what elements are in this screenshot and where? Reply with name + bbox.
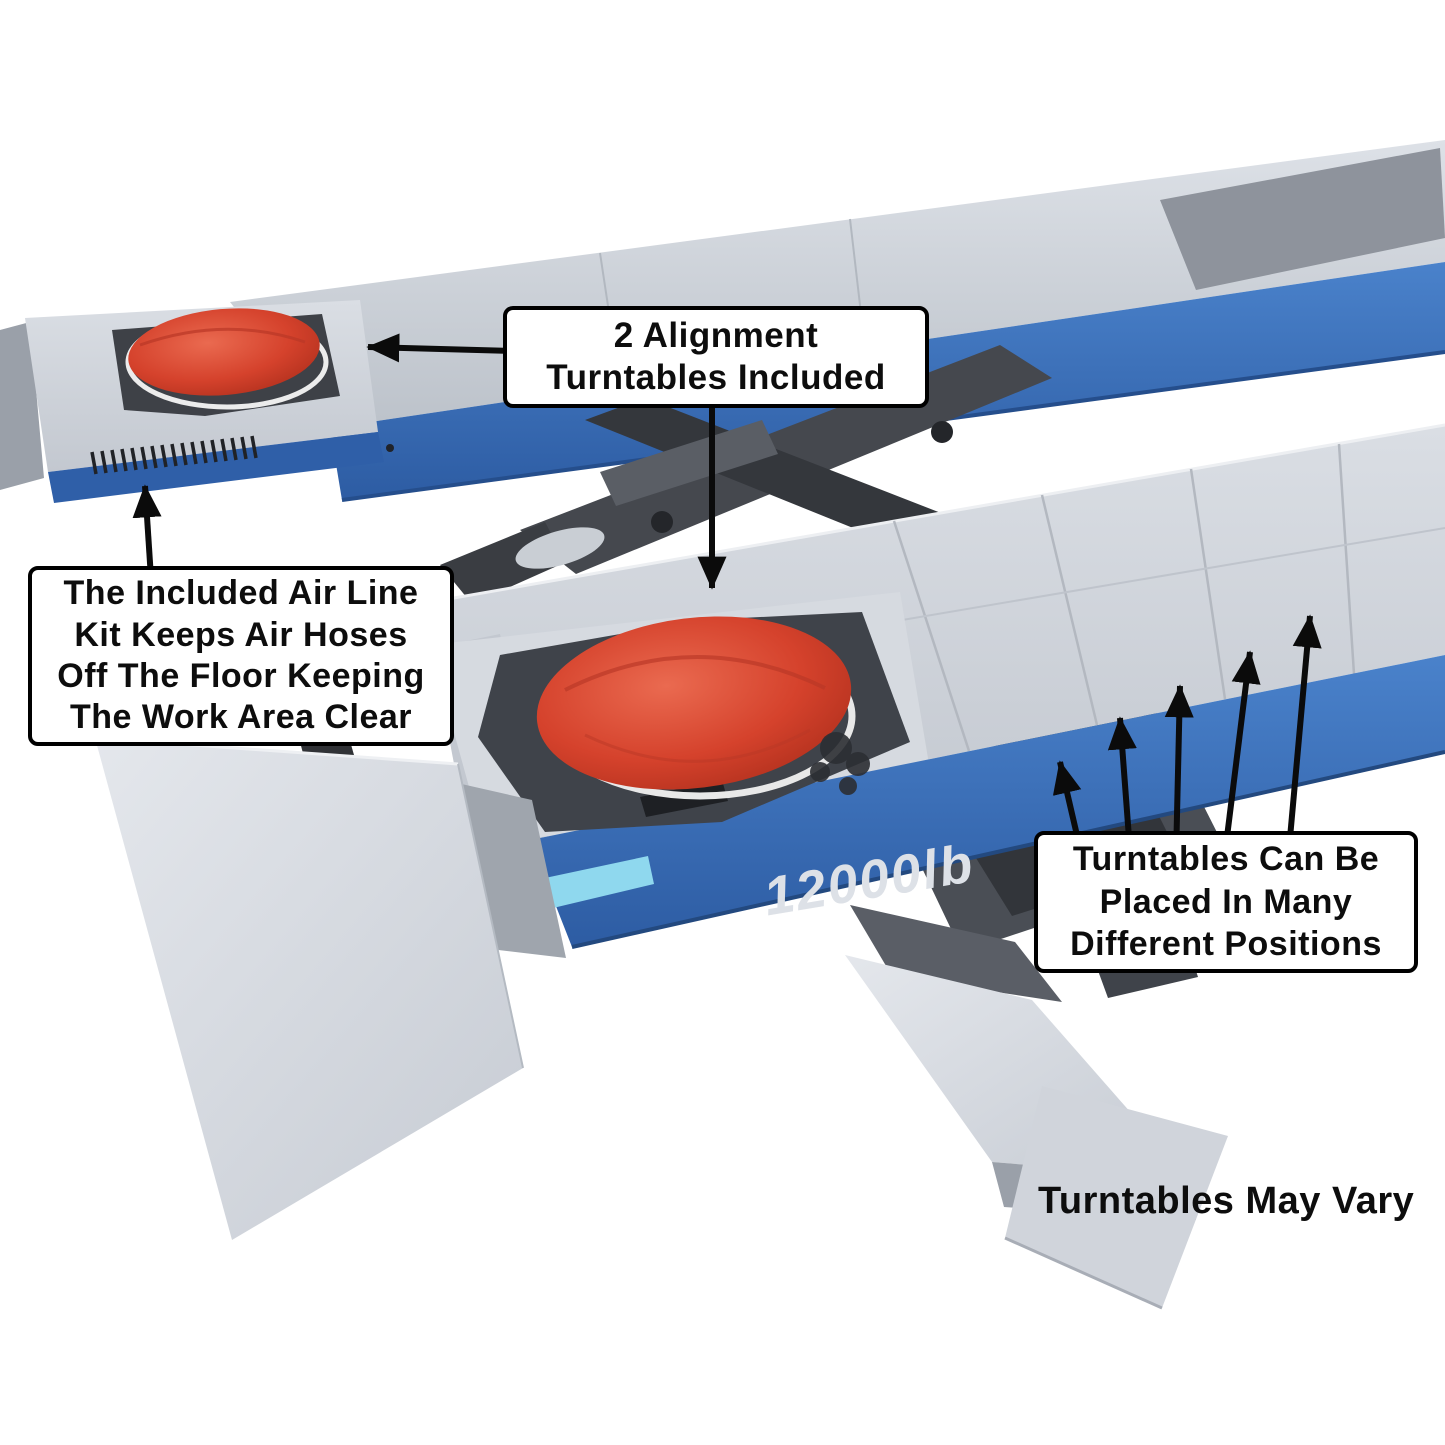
callout-turntable-positions: Turntables Can Be Placed In Many Differe… (1034, 831, 1418, 973)
arrow-to-rear-turntable (366, 333, 513, 363)
rear-ramps (845, 905, 1228, 1310)
rear-turntable (112, 308, 340, 416)
front-runway-blue-rail (530, 655, 1445, 947)
arrow-position-5 (1287, 614, 1322, 839)
callout-line: Placed In Many (1099, 882, 1353, 921)
arrow-to-air-line-kit (132, 484, 162, 579)
callout-line: Turntables Can Be (1072, 840, 1380, 879)
rear-approach-plate (0, 300, 384, 503)
callout-turntables-included: 2 Alignment Turntables Included (503, 306, 929, 408)
callout-line: Turntables Included (546, 358, 886, 397)
front-approach-ramp (94, 734, 566, 1240)
callout-line: The Included Air Line (63, 574, 419, 613)
callout-air-line-kit: The Included Air Line Kit Keeps Air Hose… (28, 566, 454, 746)
light-blue-trim (545, 856, 654, 908)
front-turntable (478, 612, 910, 832)
ramp-flap (1005, 1086, 1228, 1308)
approach-plate (95, 738, 523, 1240)
callout-line: Different Positions (1070, 925, 1382, 964)
callout-line: The Work Area Clear (69, 698, 413, 737)
arrow-position-3 (1164, 684, 1194, 859)
callout-line: 2 Alignment (613, 316, 819, 355)
callout-line: Off The Floor Keeping (57, 657, 425, 695)
turntable-hardware (810, 732, 870, 795)
rear-slip-plate (1160, 148, 1445, 290)
callout-line: Kit Keeps Air Hoses (74, 615, 408, 654)
disclaimer-text: Turntables May Vary (1038, 1180, 1415, 1222)
arrow-position-4 (1223, 650, 1261, 846)
coiled-air-hose (90, 435, 258, 475)
